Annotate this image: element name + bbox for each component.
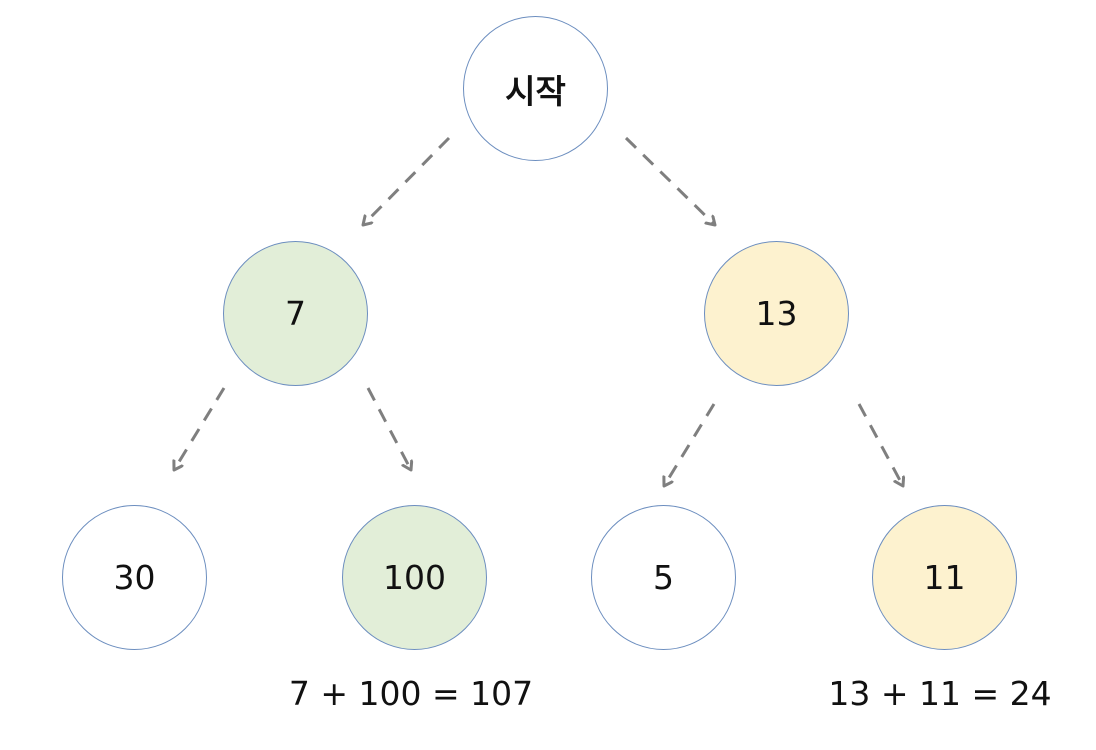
node-right-left: 5 bbox=[591, 505, 736, 650]
node-left-left: 30 bbox=[62, 505, 207, 650]
node-root-label: 시작 bbox=[505, 71, 566, 111]
edge-left-to-left-right bbox=[366, 387, 411, 470]
node-right-left-label: 5 bbox=[653, 558, 674, 597]
node-left-left-label: 30 bbox=[113, 558, 156, 597]
edge-root-to-left bbox=[363, 136, 451, 225]
edge-right-to-right-left bbox=[664, 403, 716, 486]
node-root: 시작 bbox=[463, 16, 608, 161]
edge-root-to-right bbox=[624, 136, 715, 225]
node-left-right: 100 bbox=[342, 505, 487, 650]
node-left-right-label: 100 bbox=[383, 558, 446, 597]
right-path-sum: 13 + 11 = 24 bbox=[828, 674, 1052, 713]
left-path-sum: 7 + 100 = 107 bbox=[288, 674, 534, 713]
node-right-label: 13 bbox=[755, 294, 798, 333]
node-left: 7 bbox=[223, 241, 368, 386]
edge-left-to-left-left bbox=[174, 387, 226, 470]
node-left-label: 7 bbox=[285, 294, 306, 333]
edge-right-to-right-right bbox=[857, 403, 903, 486]
node-right: 13 bbox=[704, 241, 849, 386]
node-right-right: 11 bbox=[872, 505, 1017, 650]
node-right-right-label: 11 bbox=[923, 558, 966, 597]
